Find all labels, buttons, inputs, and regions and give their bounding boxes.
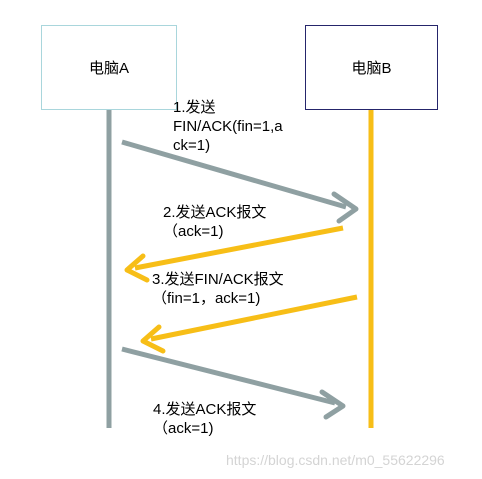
arrow-1-line	[121, 139, 347, 210]
arrow-3-head	[140, 324, 166, 354]
message-2-line-2: （ack=1)	[163, 223, 224, 240]
message-4-line-2: （ack=1)	[153, 420, 214, 437]
message-3-line-2: （fin=1，ack=1)	[152, 290, 261, 307]
message-3-line-1: 3.发送FIN/ACK报文	[152, 271, 284, 288]
message-2-label: 2.发送ACK报文 （ack=1)	[163, 203, 266, 241]
node-computer-b: 电脑B	[305, 25, 438, 110]
message-3-label: 3.发送FIN/ACK报文 （fin=1，ack=1)	[152, 270, 284, 308]
message-1-line-2: FIN/ACK(fin=1,a	[173, 118, 283, 135]
arrow-1-head	[331, 191, 359, 224]
node-computer-a-label: 电脑A	[88, 60, 129, 77]
node-computer-b-label: 电脑B	[351, 60, 392, 77]
arrow-2-line	[134, 225, 344, 271]
message-1-line-3: ck=1)	[173, 137, 211, 154]
node-computer-a: 电脑A	[41, 25, 177, 110]
message-2-line-1: 2.发送ACK报文	[163, 204, 267, 221]
message-1-label: 1.发送 FIN/ACK(fin=1,a ck=1)	[173, 98, 283, 155]
watermark-text: https://blog.csdn.net/m0_55622296	[226, 452, 445, 468]
arrow-3-line	[150, 294, 358, 342]
message-1-line-1: 1.发送	[173, 99, 216, 116]
message-4-label: 4.发送ACK报文 （ack=1)	[153, 400, 256, 438]
arrow-2-head	[124, 253, 150, 283]
arrow-4-line	[121, 346, 336, 406]
message-4-line-1: 4.发送ACK报文	[153, 401, 257, 418]
arrow-4-head	[319, 389, 346, 420]
